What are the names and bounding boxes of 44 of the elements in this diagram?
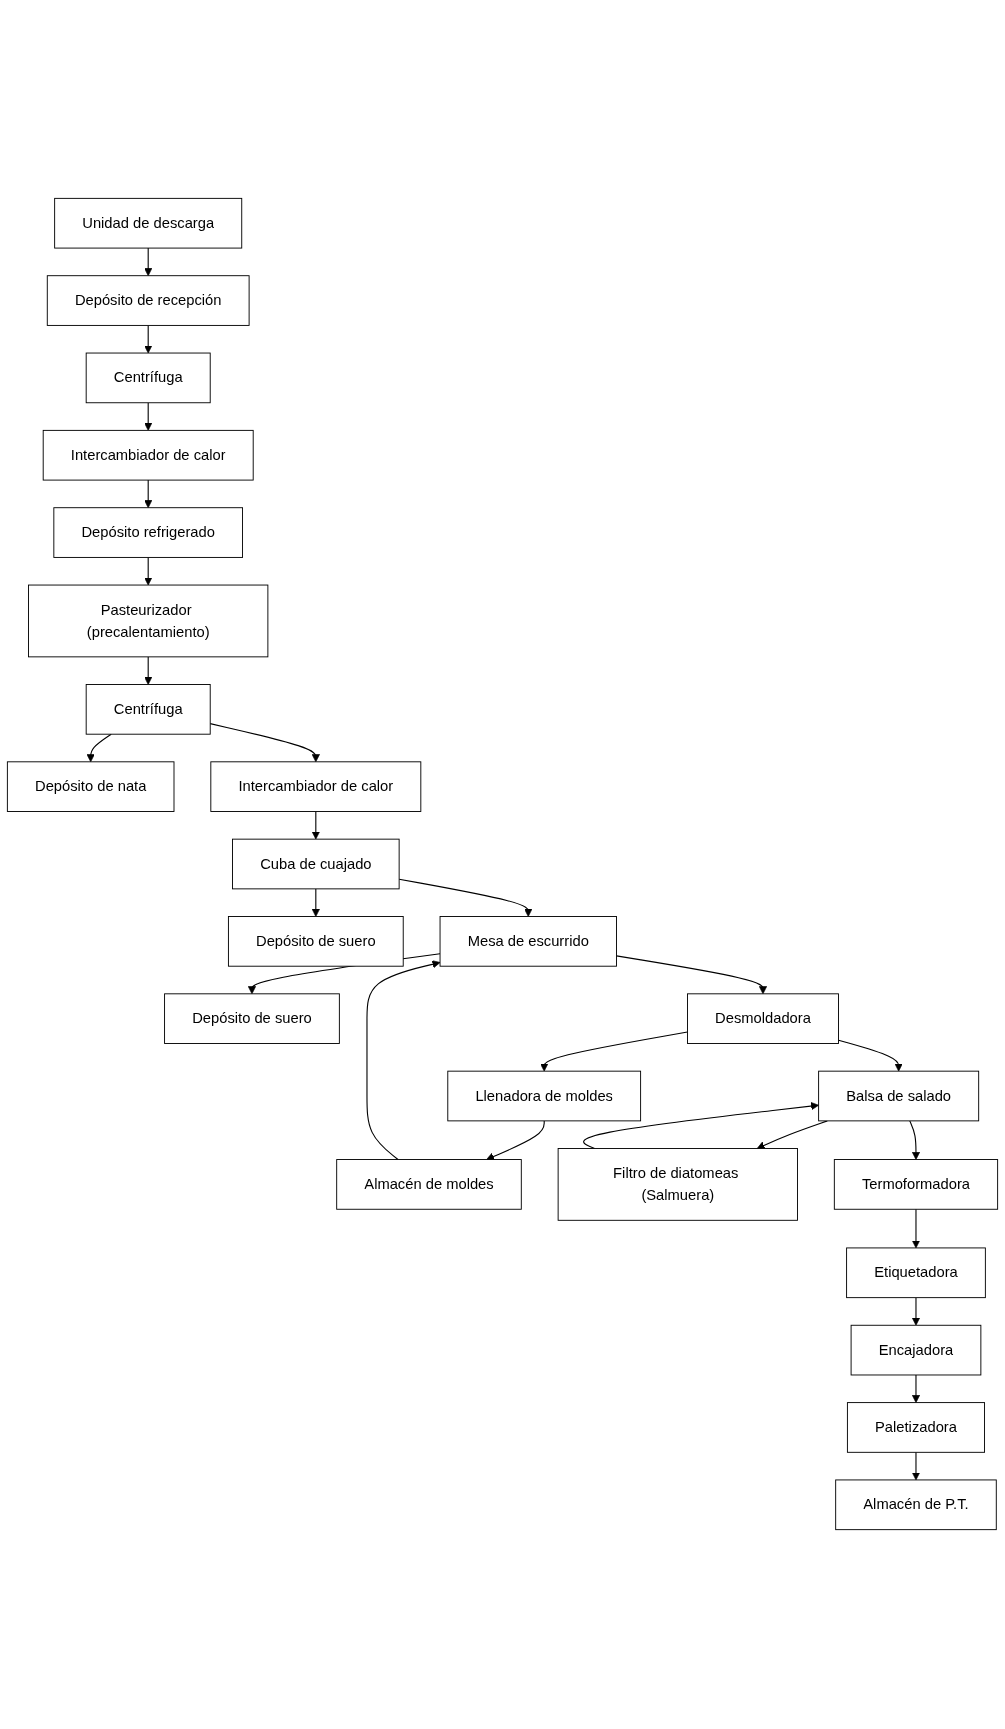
arrow bbox=[209, 723, 320, 763]
arrow bbox=[398, 879, 533, 918]
arrow bbox=[583, 1102, 819, 1150]
node-box: Mesa de escurrido bbox=[439, 916, 617, 968]
node-box: Filtro de diatomeas (Salmuera) bbox=[557, 1148, 798, 1222]
arrow bbox=[909, 1120, 921, 1161]
arrow bbox=[837, 1040, 903, 1072]
arrow bbox=[311, 811, 320, 840]
arrow bbox=[86, 734, 112, 763]
node-box: Pasteurizador (precalentamiento) bbox=[28, 585, 269, 658]
arrow bbox=[311, 888, 320, 918]
node-box: Depósito de recepción bbox=[46, 275, 250, 327]
node-box: Depósito de suero bbox=[227, 916, 404, 968]
node-box: Depósito refrigerado bbox=[53, 507, 243, 559]
arrow bbox=[540, 1031, 688, 1072]
arrow bbox=[911, 1452, 921, 1481]
arrow bbox=[144, 402, 153, 432]
node-box: Desmoldadora bbox=[687, 993, 839, 1045]
arrow bbox=[144, 248, 153, 277]
arrow bbox=[911, 1374, 921, 1404]
arrow bbox=[144, 557, 153, 586]
node-box: Balsa de salado bbox=[818, 1071, 980, 1122]
node-box: Paletizadora bbox=[846, 1402, 985, 1454]
node-box: Almacén de moldes bbox=[336, 1159, 522, 1211]
node-box: Etiquetadora bbox=[846, 1247, 986, 1299]
node-box: Centrífuga bbox=[85, 353, 211, 404]
node-box: Depósito de nata bbox=[6, 761, 175, 813]
arrow bbox=[911, 1209, 921, 1249]
arrow bbox=[615, 955, 768, 995]
arrow bbox=[144, 656, 153, 686]
node-box: Intercambiador de calor bbox=[210, 761, 422, 813]
node-box: Centrífuga bbox=[85, 684, 211, 736]
node-box: Almacén de P.T. bbox=[835, 1479, 997, 1531]
arrow bbox=[486, 1120, 545, 1161]
arrow bbox=[144, 480, 153, 509]
node-box: Depósito de suero bbox=[164, 993, 340, 1045]
node-box: Encajadora bbox=[850, 1325, 982, 1376]
node-box: Termoformadora bbox=[833, 1159, 999, 1211]
node-box: Llenadora de moldes bbox=[447, 1071, 642, 1122]
node-box: Cuba de cuajado bbox=[232, 839, 400, 890]
arrow bbox=[144, 325, 153, 354]
node-box: Unidad de descarga bbox=[54, 198, 243, 250]
arrow bbox=[366, 960, 441, 1161]
node-box: Intercambiador de calor bbox=[42, 430, 254, 482]
